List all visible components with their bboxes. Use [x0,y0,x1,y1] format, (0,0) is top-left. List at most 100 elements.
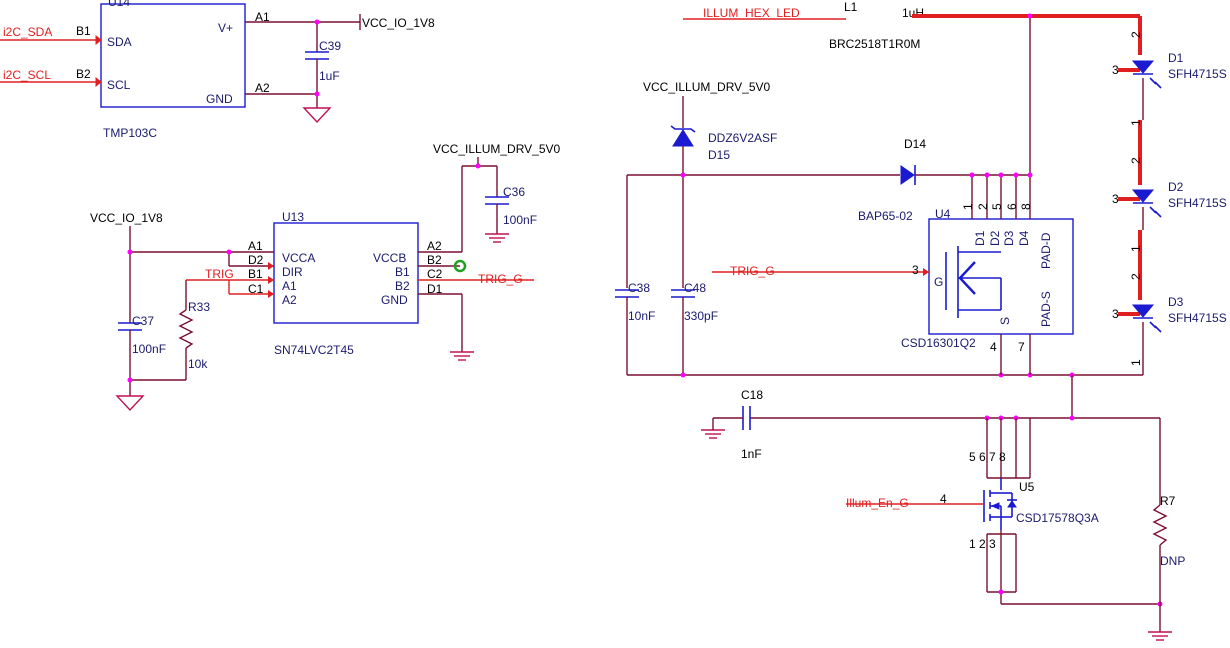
u5-drain-pins: 5 6 7 8 [969,450,1006,464]
u4-top-pin-1: 1 [961,203,975,210]
c39-value: 1uF [319,69,340,83]
d3-ir-led: D3 SFH4715S 2 1 3 [1112,273,1227,366]
l1-inductor: L1 1uH BRC2518T1R0M [829,0,1140,175]
d1-part: SFH4715S [1168,67,1227,81]
d15-part: DDZ6V2ASF [708,131,777,145]
u14-pin-num-scl: B2 [76,67,91,81]
u13-right-wiring: VCC_ILLUM_DRV_5V0 C36 100nF TRIG_G [418,142,560,361]
u13-pin-num-c2: C2 [427,267,443,281]
u4-pin-d2: D2 [988,230,1002,246]
u14-temperature-sensor: U14 SDA SCL V+ GND TMP103C B1 B2 A1 A2 [76,0,270,140]
net-label-trig-g-u13: TRIG_G [478,272,523,286]
c38-ref: C38 [628,281,650,295]
u14-pin-scl: SCL [107,78,131,92]
d1-pin-pad: 3 [1112,63,1119,77]
u13-pin-dir: DIR [282,265,303,279]
u13-level-shifter: U13 VCCA DIR A1 A2 VCCB B1 B2 GND SN74LV… [248,210,443,357]
c18-value: 1nF [741,447,762,461]
u14-part: TMP103C [103,126,157,140]
u4-source-pin-num: 4 [990,340,997,354]
d2-pin-anode: 2 [1129,157,1143,164]
u4-ref: U4 [935,207,951,221]
u13-part: SN74LVC2T45 [274,343,354,357]
net-label-trig-g-u4: TRIG_G [730,264,775,278]
d2-part: SFH4715S [1168,196,1227,210]
u13-pin-num-d2: D2 [248,253,264,267]
u4-pad-s-pin-num: 7 [1018,340,1025,354]
d2-pin-cathode: 1 [1129,245,1143,252]
u4-pin-d1: D1 [973,230,987,246]
d1-ref: D1 [1168,51,1184,65]
d15-ref: D15 [708,148,730,162]
u13-ref: U13 [282,210,304,224]
led-string: D1 SFH4715S 2 1 3 D2 SFH4715S 2 1 3 D3 S… [1112,16,1227,375]
u13-pin-b2: B2 [395,279,410,293]
r33-value: 10k [188,357,208,371]
u14-pin-num-sda: B1 [76,24,91,38]
c39-ref: C39 [319,39,341,53]
d3-pin-pad: 3 [1112,307,1119,321]
d14-diode: D14 BAP65-02 [858,137,926,223]
u4-mosfet: U4 CSD16301Q2 1 2 5 6 8 D1 D2 D3 D4 PAD-… [712,172,1074,375]
u13-pin-num-a1: A1 [248,239,263,253]
c36-ref: C36 [503,185,525,199]
u4-top-pin-2: 2 [976,203,990,210]
d2-pin-pad: 3 [1112,192,1119,206]
u4-pad-s: PAD-S [1039,291,1053,327]
u4-pad-d: PAD-D [1039,232,1053,269]
l1-ref: L1 [844,0,858,14]
u14-ref: U14 [108,0,130,9]
net-label-trig: TRIG [205,267,234,281]
u13-pin-num-a2: A2 [427,239,442,253]
u4-pin-d3: D3 [1002,230,1016,246]
r33-ref: R33 [188,300,210,314]
r7-value: DNP [1160,554,1185,568]
u4-part: CSD16301Q2 [901,336,976,350]
d3-pin-anode: 2 [1129,273,1143,280]
illum-hex-led-net: ILLUM_HEX_LED [683,6,846,20]
net-label-vcc-illum-drv-u13: VCC_ILLUM_DRV_5V0 [433,142,560,156]
enable-switch-network: C18 1nF 5 6 7 8 U5 CSD17578Q3A [701,375,1185,641]
u14-pin-gnd: GND [206,92,233,106]
d15-zener: DDZ6V2ASF D15 [670,125,777,162]
u5-gate-pin: 4 [940,492,947,506]
u14-power-network: VCC_IO_1V8 C39 1uF [245,14,435,124]
u13-pin-a1: A1 [282,279,297,293]
u5-ref: U5 [1019,480,1035,494]
c48-ref: C48 [684,281,706,295]
net-label-illum-hex-led: ILLUM_HEX_LED [703,6,800,20]
ground-symbol-u13-left [115,395,145,412]
net-label-i2c-sda: i2C_SDA [3,25,52,39]
u13-pin-a2: A2 [282,293,297,307]
u4-gate-pin-num: 3 [912,263,919,277]
net-label-vcc-io-1v8-u13: VCC_IO_1V8 [90,211,163,225]
u4-pin-d4: D4 [1017,230,1031,246]
c18-ref: C18 [741,388,763,402]
u13-pin-vcca: VCCA [282,251,315,265]
d1-pin-cathode: 1 [1129,119,1143,126]
net-label-i2c-scl: i2C_SCL [3,68,51,82]
d3-pin-cathode: 1 [1129,359,1143,366]
u13-left-wiring: VCC_IO_1V8 C37 100nF R33 10k TRIG [90,211,274,412]
u13-pin-b1: B1 [395,265,410,279]
d14-part: BAP65-02 [858,209,913,223]
r7-ref: R7 [1160,494,1176,508]
net-label-vcc-illum-drv-d15: VCC_ILLUM_DRV_5V0 [643,80,770,94]
u5-source-pins: 1 2 3 [969,537,996,551]
u13-pin-gnd: GND [381,293,408,307]
u4-top-pin-6: 6 [1005,203,1019,210]
ground-symbol-u14 [302,107,332,124]
c37-ref: C37 [132,314,154,328]
u4-pin-g: G [934,275,943,289]
net-label-illum-en-g: Illum_En_G [846,496,909,510]
c36-value: 100nF [503,213,537,227]
i2c-nets: i2C_SDA i2C_SCL [0,25,102,88]
d2-ir-led: D2 SFH4715S 2 1 3 [1112,157,1227,252]
u13-pin-num-d1: D1 [427,282,443,296]
u13-pin-vccb: VCCB [373,251,406,265]
u4-pin-s: S [998,317,1012,325]
c48-value: 330pF [684,309,718,323]
net-label-vcc-io-1v8-u14: VCC_IO_1V8 [362,16,435,30]
u14-pin-num-vplus: A1 [255,10,270,24]
